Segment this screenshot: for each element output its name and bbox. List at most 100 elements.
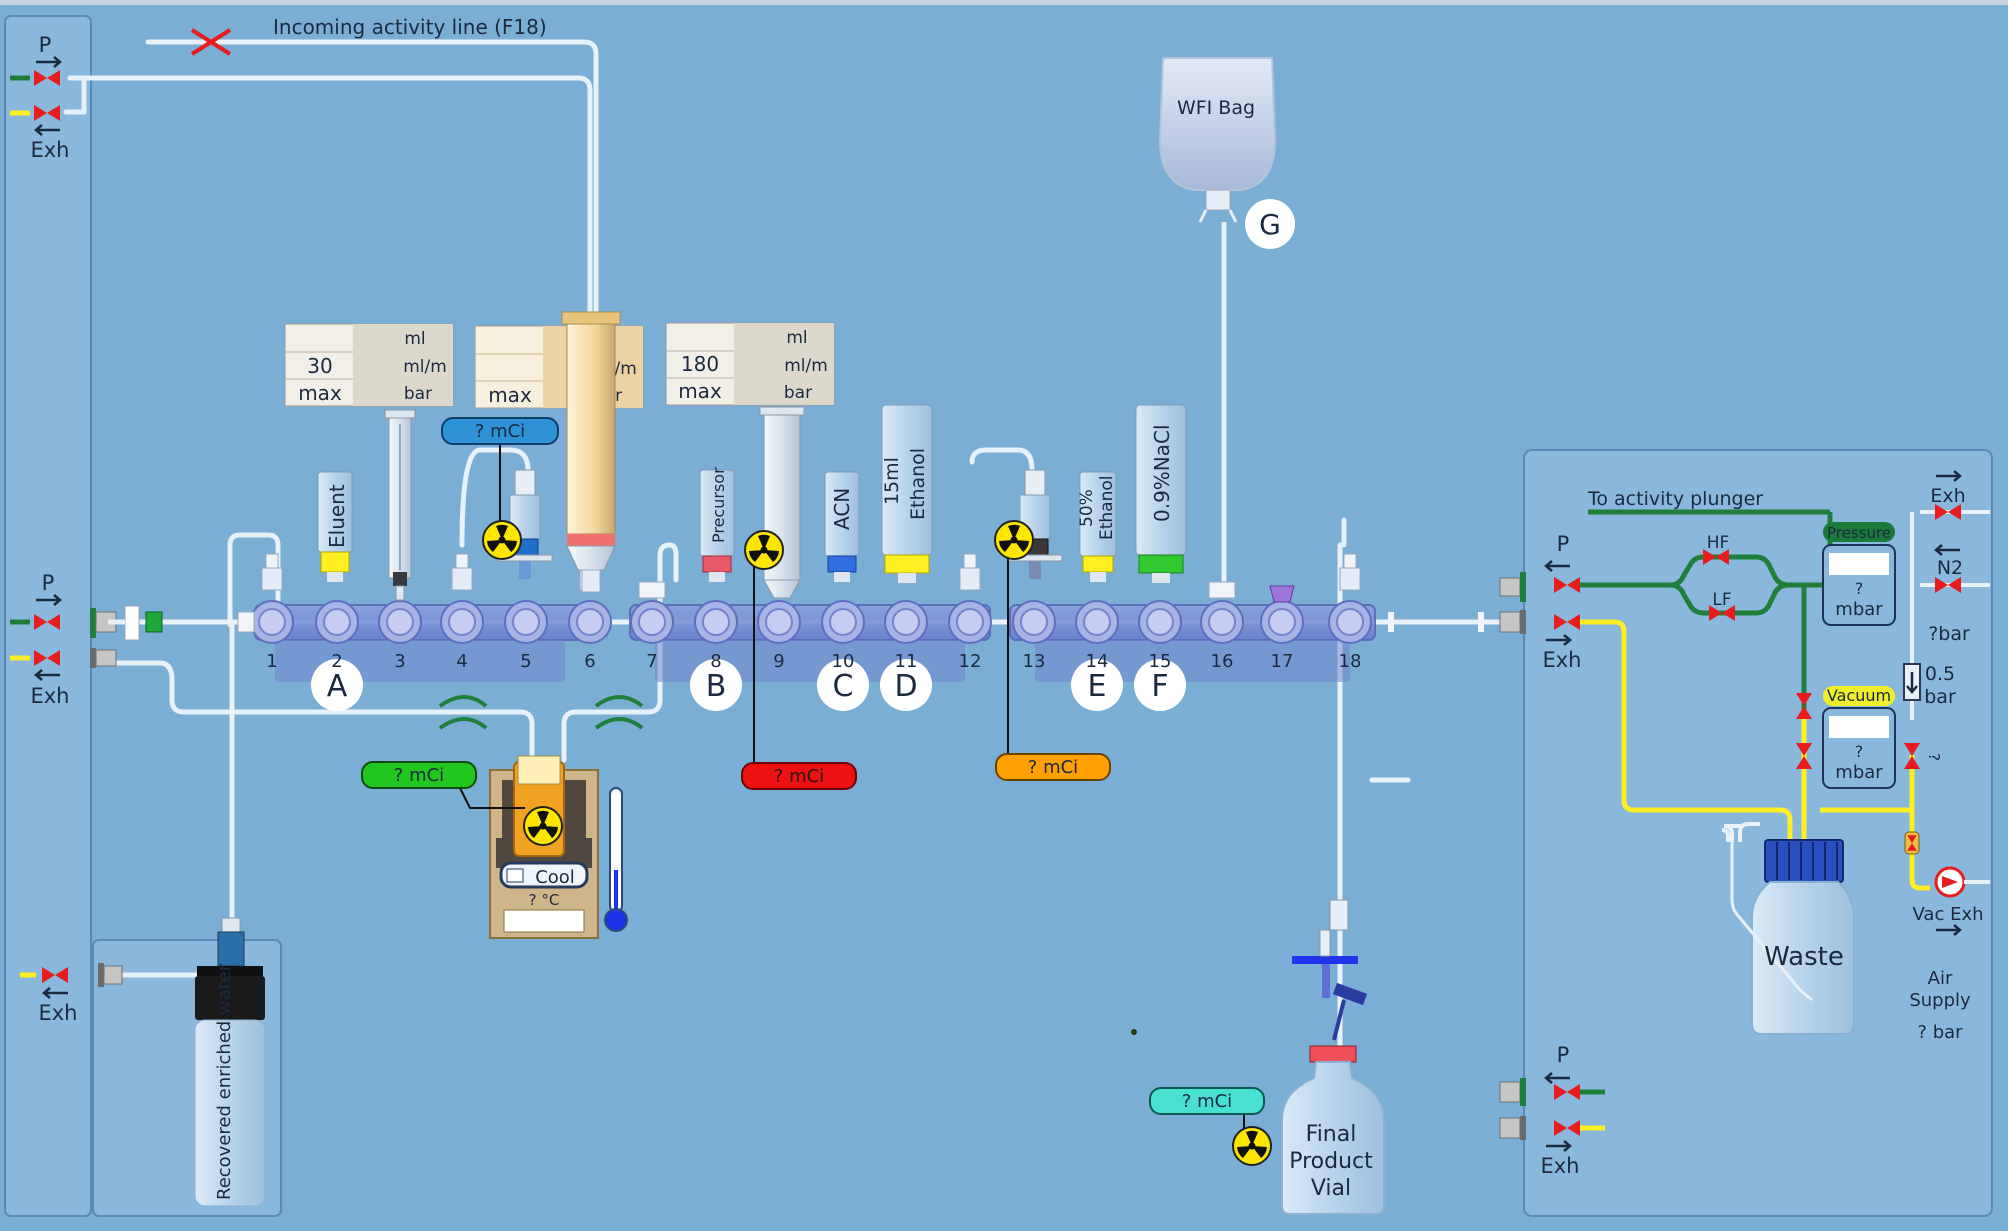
- stopcock-valve-13[interactable]: [1012, 600, 1056, 644]
- incoming-line-label: Incoming activity line (F18): [273, 15, 547, 39]
- syringe-3[interactable]: [384, 409, 416, 601]
- right-p-label: P: [1557, 532, 1570, 556]
- vial-precursor[interactable]: Precursor: [699, 467, 735, 582]
- acn-label: ACN: [830, 488, 854, 530]
- syringe-3-volume[interactable]: 180: [681, 352, 719, 376]
- stopcock-valve-12[interactable]: [948, 600, 992, 644]
- pinch-left-icon: [438, 695, 488, 730]
- stopcock-valve-14[interactable]: [1075, 600, 1119, 644]
- recovered-label-text: Recovered enriched water: [214, 963, 235, 1200]
- stopcock-valve-18[interactable]: [1328, 600, 1372, 644]
- recovered-water-bottle[interactable]: Recovered enriched water: [194, 917, 266, 1207]
- valve-number-15: 15: [1149, 651, 1172, 672]
- stopcock-valve-1[interactable]: [250, 600, 294, 644]
- unit-bar: bar: [784, 383, 812, 403]
- valve-number-6: 6: [584, 651, 595, 672]
- valve-number-8: 8: [710, 651, 721, 672]
- right-gas-panel: [1523, 449, 1993, 1217]
- valve-number-17: 17: [1271, 651, 1294, 672]
- left-port-p-label: P: [42, 571, 55, 595]
- bottom-right-p-label: P: [1557, 1043, 1570, 1067]
- bottom-left-exh-label: Exh: [38, 1001, 77, 1025]
- syringe-panel-1[interactable]: 30 max ml ml/m bar: [284, 323, 454, 407]
- final-vial-label-1: Final: [1306, 1122, 1357, 1147]
- air-valve-q: ?: [1925, 753, 1943, 761]
- syringe-panel-2[interactable]: max ml ml/m bar: [474, 325, 644, 409]
- activity-green-text: ? mCi: [394, 765, 444, 786]
- n2-pressure-label: ?bar: [1928, 623, 1970, 645]
- valve-number-7: 7: [646, 651, 657, 672]
- stopcock-valve-9[interactable]: [757, 600, 801, 644]
- air-supply-pressure: ? bar: [1917, 1022, 1963, 1043]
- waste-bottle[interactable]: Waste: [1723, 822, 1855, 1035]
- left-top-p-label: P: [39, 33, 52, 57]
- stopcock-valve-10[interactable]: [821, 600, 865, 644]
- syringe-3-max[interactable]: max: [678, 379, 722, 403]
- valve-number-9: 9: [773, 651, 784, 672]
- reagent-letter-2: C: [817, 659, 869, 711]
- unit-bar: bar: [404, 384, 432, 404]
- stopcock-valve-7[interactable]: [630, 600, 674, 644]
- stopcock-valve-16[interactable]: [1200, 600, 1244, 644]
- manifold-2: [629, 604, 991, 682]
- vial-ethanol-50[interactable]: 50% Ethanol: [1077, 471, 1117, 582]
- eluent-label: Eluent: [325, 484, 349, 548]
- vial-acn[interactable]: ACN: [824, 471, 860, 582]
- stopcock-valve-3[interactable]: [378, 600, 422, 644]
- stopcock-valve-8[interactable]: [694, 600, 738, 644]
- stopcock-valve-6[interactable]: [568, 600, 612, 644]
- reagent-letter-1: B: [690, 659, 742, 711]
- syringe-1-volume[interactable]: 30: [307, 354, 332, 378]
- unit-mlm: ml/m: [784, 356, 828, 376]
- valve-number-3: 3: [394, 651, 405, 672]
- syringe-1-max[interactable]: max: [298, 381, 342, 405]
- activity-cyan: ? mCi: [1149, 1087, 1265, 1146]
- final-product-vial[interactable]: Final Product Vial: [1281, 899, 1385, 1215]
- reagent-letter-5: F: [1134, 659, 1186, 711]
- n2-label: N2: [1937, 557, 1963, 579]
- radiation-icon-final: [1232, 1126, 1272, 1166]
- check-valve-icon: [1904, 831, 1920, 855]
- vial-ethanol-15ml[interactable]: 15ml Ethanol: [881, 404, 933, 583]
- reactor[interactable]: Cool ? °C: [489, 755, 599, 939]
- activity-green: ? mCi: [361, 761, 525, 809]
- nacl-label: 0.9%NaCl: [1150, 424, 1174, 522]
- hf-label: HF: [1707, 533, 1730, 553]
- bottom-right-exh-label: Exh: [1540, 1154, 1579, 1178]
- reactor-cool-button[interactable]: Cool: [535, 867, 575, 888]
- syringe-2-max[interactable]: max: [488, 383, 532, 407]
- valve-number-10: 10: [832, 651, 855, 672]
- stopcock-valve-11[interactable]: [884, 600, 928, 644]
- stopcock-valve-5[interactable]: [504, 600, 548, 644]
- unit-mlm: ml/m: [403, 357, 447, 377]
- pinch-right-icon: [594, 695, 644, 730]
- stopcock-valve-4[interactable]: [440, 600, 484, 644]
- stopcock-valve-2[interactable]: [315, 600, 359, 644]
- letter-0: A: [327, 669, 348, 704]
- air-supply-label-2: Supply: [1909, 990, 1971, 1011]
- syringe-panel-3[interactable]: 180 max ml ml/m bar: [665, 322, 835, 406]
- vacuum-unit: mbar: [1835, 762, 1883, 783]
- stopcock-valve-15[interactable]: [1138, 600, 1182, 644]
- vacuum-value: ?: [1855, 742, 1864, 761]
- luer-cap-7: [638, 581, 666, 599]
- vial-nacl[interactable]: 0.9%NaCl: [1135, 404, 1187, 583]
- valve-number-14: 14: [1086, 651, 1109, 672]
- letter-3: D: [894, 669, 917, 704]
- vial-eluent[interactable]: Eluent: [317, 471, 353, 582]
- left-gas-panel: [4, 15, 92, 1217]
- ethanol-15-label-1: 15ml: [881, 457, 903, 505]
- syringe-6-cartridge[interactable]: [561, 311, 621, 593]
- wfi-bag-label: WFI Bag: [1177, 97, 1255, 119]
- wfi-bag[interactable]: WFI Bag: [1158, 57, 1277, 223]
- exh-top-label: Exh: [1930, 485, 1965, 507]
- pressure-gauge: Pressure ? mbar: [1822, 522, 1896, 626]
- reagent-letter-4: E: [1071, 659, 1123, 711]
- pressure-label: Pressure: [1827, 524, 1891, 542]
- pressure-unit: mbar: [1835, 599, 1883, 620]
- regulator-value: 0.5: [1925, 663, 1955, 685]
- recovered-label: Recovered enriched water: [214, 963, 235, 1200]
- ethanol-50-label-2: Ethanol: [1097, 476, 1117, 541]
- to-plunger-label: To activity plunger: [1587, 488, 1763, 510]
- stopcock-valve-17[interactable]: [1260, 600, 1304, 644]
